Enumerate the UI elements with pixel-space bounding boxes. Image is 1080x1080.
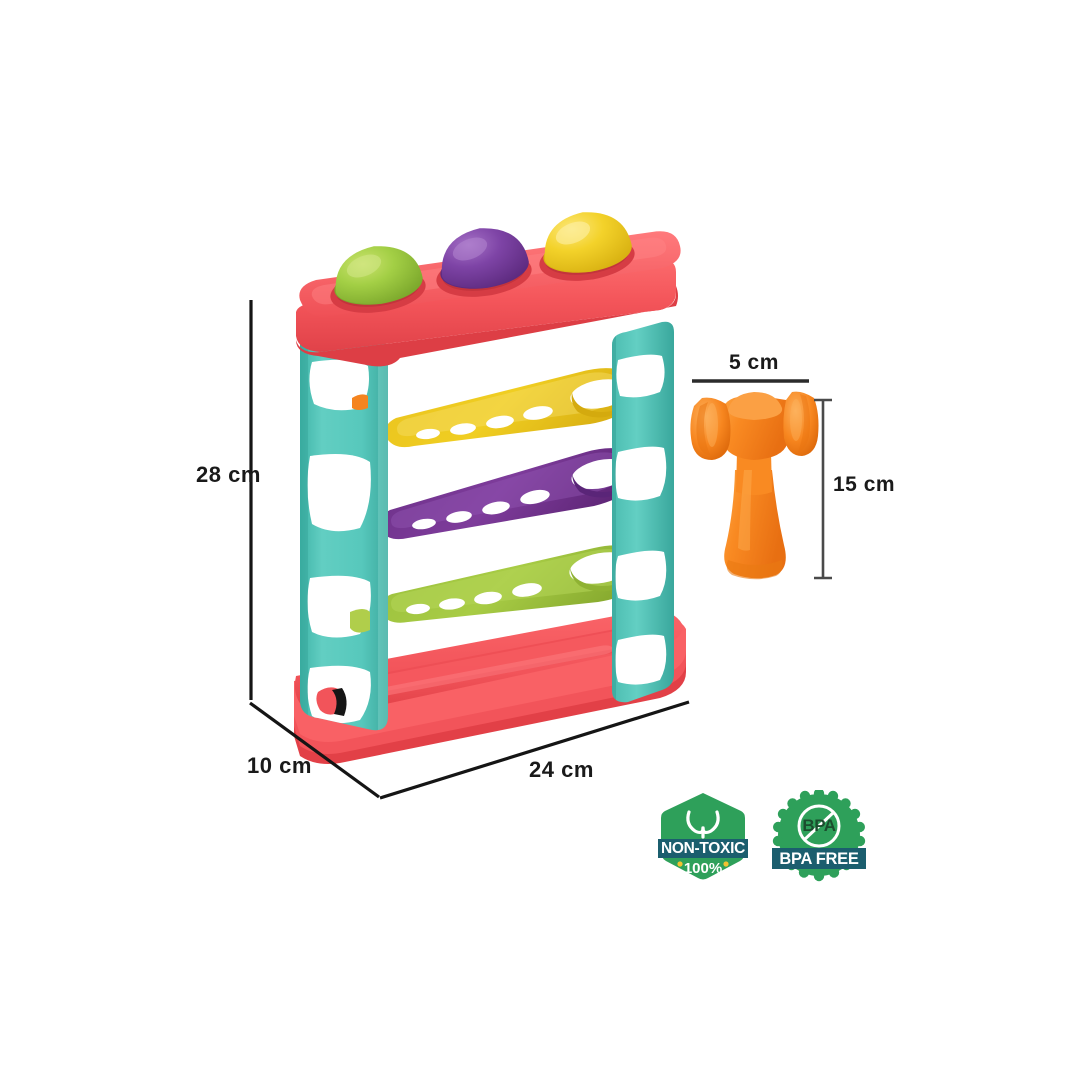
leaf-icon <box>686 810 720 839</box>
badge-banner <box>658 839 748 858</box>
non-toxic-badge: NON-TOXIC 100% <box>655 790 751 882</box>
no-bpa-icon <box>797 804 841 848</box>
dimension-lines <box>249 300 832 800</box>
toy-hammer <box>690 391 819 580</box>
accent-dot-left <box>677 861 683 867</box>
bpa-free-badge: BPA BPA FREE <box>771 788 867 882</box>
non-toxic-label: NON-TOXIC <box>661 840 745 857</box>
non-toxic-percent-label: 100% <box>683 860 723 877</box>
bpa-free-label: BPA FREE <box>779 850 859 868</box>
dimension-label-hammer-height: 15 cm <box>833 473 896 496</box>
dimension-line-depth <box>249 701 380 799</box>
dimension-label-height: 28 cm <box>196 462 261 487</box>
dimension-label-depth: 10 cm <box>247 753 312 778</box>
dimension-label-hammer-width: 5 cm <box>729 351 779 374</box>
bpa-text-label: BPA <box>802 816 836 835</box>
ball-yellow <box>543 212 632 273</box>
tower-post-right <box>612 321 674 703</box>
ball-purple <box>440 228 529 289</box>
ramp-yellow <box>385 368 641 448</box>
tower-base <box>294 610 686 764</box>
accent-dot-right <box>723 861 729 867</box>
ball-green <box>334 246 423 305</box>
dimension-label-width: 24 cm <box>529 757 594 782</box>
tower-post-left <box>300 329 388 731</box>
badge-banner <box>772 848 866 869</box>
dimension-line-width <box>379 700 690 800</box>
ramp-purple <box>379 448 645 540</box>
ramp-green <box>380 545 651 623</box>
